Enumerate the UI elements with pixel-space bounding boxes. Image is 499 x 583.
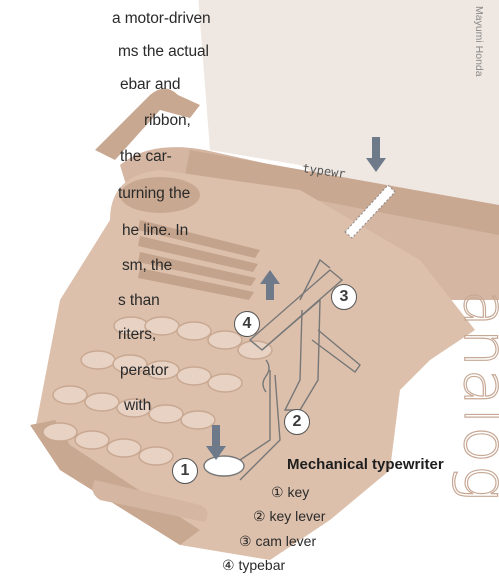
- body-text-line: ms the actual: [118, 43, 209, 61]
- callout-cam-lever: 3: [331, 284, 357, 310]
- callout-typebar: 4: [234, 311, 260, 337]
- body-text-line: ebar and: [120, 76, 180, 94]
- body-text-line: riters,: [118, 326, 156, 344]
- body-text-line: ribbon,: [144, 112, 191, 130]
- callout-key-lever: 2: [284, 409, 310, 435]
- illustration-credit: Mayumi Honda: [473, 6, 485, 77]
- legend-item-typebar: ④ typebar: [222, 557, 285, 574]
- body-text-line: turning the: [118, 185, 190, 203]
- legend-item-key: ① key: [271, 484, 309, 501]
- callout-key: 1: [172, 458, 198, 484]
- section-word: analog: [455, 290, 499, 503]
- key-outline: [204, 456, 244, 476]
- body-text-line: a motor-driven: [112, 10, 211, 28]
- body-text-line: sm, the: [122, 257, 172, 275]
- body-text-line: perator: [120, 362, 168, 380]
- body-text-line: s than: [118, 292, 160, 310]
- body-text-line: the car-: [120, 148, 172, 166]
- body-text-line: with: [124, 397, 151, 415]
- legend-item-cam-lever: ③ cam lever: [239, 533, 316, 550]
- diagram-title: Mechanical typewriter: [287, 456, 444, 473]
- legend-item-key-lever: ② key lever: [253, 508, 325, 525]
- body-text-line: he line. In: [122, 222, 188, 240]
